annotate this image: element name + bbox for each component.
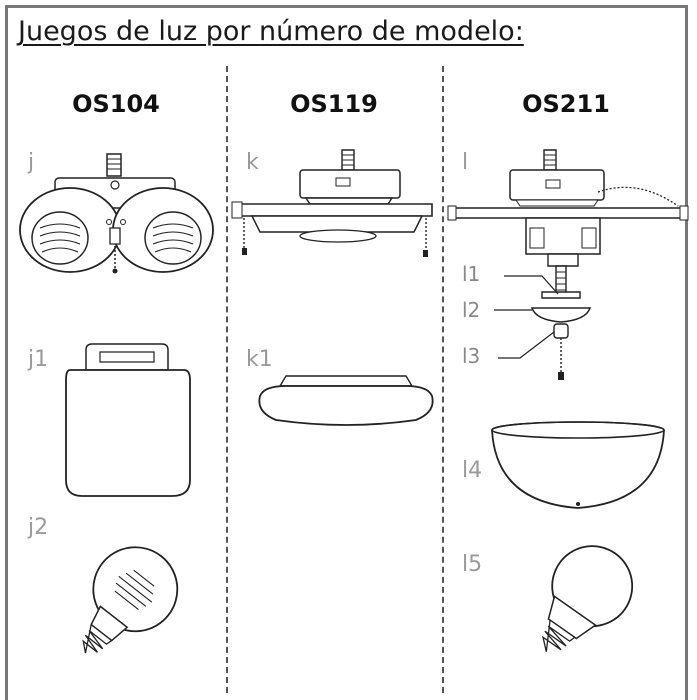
part-label-l4: l4 (462, 458, 483, 483)
page-title: Juegos de luz por número de modelo: (18, 16, 524, 47)
part-label-j: j (28, 150, 35, 175)
part-label-l5: l5 (462, 552, 483, 577)
light-fixture-k-illustration (232, 148, 437, 257)
part-label-k: k (246, 150, 259, 175)
model-os104-heading: OS104 (72, 90, 160, 118)
part-label-l3: l3 (462, 344, 481, 368)
part-label-j1: j1 (28, 347, 49, 372)
led-bulb-l5-illustration (514, 540, 644, 678)
light-fixture-l-illustration (448, 148, 688, 380)
model-os211-heading: OS211 (522, 90, 610, 118)
part-label-l: l (462, 150, 469, 175)
model-os119-heading: OS119 (290, 90, 378, 118)
filament-bulb-j2-illustration (48, 540, 198, 675)
part-label-l1: l1 (462, 262, 481, 286)
glass-shade-j1-illustration (62, 340, 192, 500)
glass-dome-k1-illustration (256, 372, 436, 432)
light-fixture-j-illustration (15, 150, 215, 274)
column-divider-2 (442, 66, 444, 693)
column-divider-1 (226, 66, 228, 693)
glass-bowl-l4-illustration (488, 418, 668, 514)
part-label-j2: j2 (28, 515, 49, 540)
page-frame (5, 5, 688, 700)
part-label-l2: l2 (462, 298, 481, 322)
part-label-k1: k1 (246, 347, 273, 372)
